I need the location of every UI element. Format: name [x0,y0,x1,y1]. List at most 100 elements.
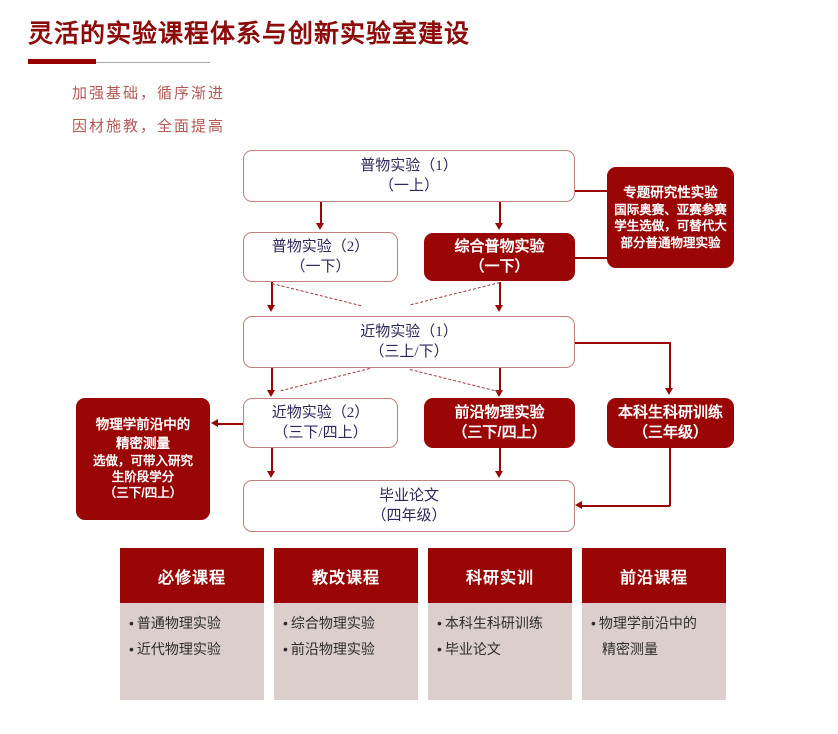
list-item-label: 近代物理实验 [136,641,221,658]
bullet-icon: • [283,615,288,631]
arrowhead-pw2-to-jw1 [267,305,275,312]
bullet-icon: • [129,641,134,658]
subtitle-line-2: 因材施教，全面提高 [72,119,226,135]
dashed-link-jw1-left [280,368,370,392]
category-body: • 本科生科研训练 • 毕业论文 [428,603,572,700]
category-header: 前沿课程 [582,548,726,603]
flow-box-modern-physics-lab-1[interactable]: 近物实验（1） （三上/下） [243,316,575,368]
list-item-label: 综合物理实验 [290,615,375,631]
bullet-icon: • [283,641,288,658]
connector-pw2-to-jw1 [271,282,273,306]
category-header: 科研实训 [428,548,572,603]
flow-box-line: 本科生科研训练 [617,403,723,421]
flow-box-line: 学生选做，可替代大 [614,219,727,234]
list-item: • 本科生科研训练 [437,613,563,633]
flow-box-line: （一下） [290,259,351,275]
arrowhead-jw1-to-jw2 [267,390,275,397]
flow-box-precision-measurement-frontier[interactable]: 物理学前沿中的 精密测量 选做，可带入研究 生阶段学分 （三下/四上） [76,398,210,520]
flow-box-graduation-thesis[interactable]: 毕业论文 （四年级） [243,480,575,532]
category-header: 必修课程 [120,548,264,603]
list-item: • 前沿物理实验 [283,639,409,659]
connector-right-down-to-bk [669,342,671,388]
connector-bk-to-by [582,505,670,507]
list-item: • 普通物理实验 [129,613,255,633]
list-item: 精密测量 [591,639,717,659]
dashed-link-pw2-cross [271,283,362,307]
category-body: • 综合物理实验 • 前沿物理实验 [274,603,418,700]
connector-bk-down [669,448,671,506]
flow-box-line: 近物实验（1） [360,323,458,340]
arrowhead-to-bk [665,388,673,395]
flow-box-line: （三下/四上） [452,424,547,441]
arrowhead-bk-to-by [575,501,582,509]
flow-box-line: 普物实验（2） [271,238,370,255]
flow-box-line: （三下/四上） [103,486,183,501]
connector-jw1-to-qy [499,368,501,392]
list-item-label: 普通物理实验 [136,615,221,631]
flow-box-special-research-experiment[interactable]: 专题研究性实验 国际奥赛、亚赛参赛 学生选做，可替代大 部分普通物理实验 [607,167,734,268]
bullet-icon: • [437,615,442,631]
connector-pw1-to-spec [575,190,609,192]
arrowhead-jw2-to-by [267,471,275,478]
list-item: • 物理学前沿中的 [591,613,717,633]
flow-box-line: 选做，可带入研究 [92,453,193,468]
flow-box-modern-physics-lab-2[interactable]: 近物实验（2） （三下/四上） [243,398,398,448]
flow-box-line: 前沿物理实验 [454,403,545,421]
dashed-link-zh-cross [410,282,500,306]
arrowhead-pw1-to-zh [495,223,503,230]
flow-box-line: 部分普通物理实验 [620,235,721,250]
flow-box-general-physics-lab-1[interactable]: 普物实验（1） （一上） [243,150,575,202]
flow-box-frontier-physics-lab[interactable]: 前沿物理实验 （三下/四上） [424,398,575,448]
flow-box-general-physics-lab-2[interactable]: 普物实验（2） （一下） [243,232,398,282]
flow-box-line: 专题研究性实验 [623,185,718,201]
flow-box-line: 近物实验（2） [271,404,370,421]
connector-jw2-to-leftbox [218,423,244,425]
list-item: • 毕业论文 [437,639,563,659]
arrowhead-zh-to-jw1 [495,305,503,312]
arrowhead-jw1-to-qy [495,390,503,397]
list-item-label: 精密测量 [602,641,658,658]
connector-zh-to-spec [575,257,609,259]
flow-box-line: 精密测量 [116,435,170,451]
bullet-icon: • [437,641,442,658]
bullet-icon: • [591,615,596,631]
category-body: • 普通物理实验 • 近代物理实验 [120,603,264,700]
category-column-reform-courses[interactable]: 教改课程 • 综合物理实验 • 前沿物理实验 [274,548,418,700]
flow-box-line: 普物实验（1） [360,157,458,174]
list-item: • 近代物理实验 [129,639,255,659]
flow-box-line: （三年级） [632,424,708,441]
bullet-icon: • [129,615,134,631]
connector-zh-to-jw1 [499,282,501,306]
category-column-research-training[interactable]: 科研实训 • 本科生科研训练 • 毕业论文 [428,548,572,700]
flow-box-line: 物理学前沿中的 [95,417,191,433]
flow-box-line: 综合普物实验 [454,237,545,255]
flow-box-comprehensive-general-physics-lab[interactable]: 综合普物实验 （一下） [424,233,575,281]
category-column-frontier-courses[interactable]: 前沿课程 • 物理学前沿中的 精密测量 [582,548,726,700]
list-item-label: 本科生科研训练 [444,615,543,631]
connector-pw1-to-zh [499,202,501,224]
category-body: • 物理学前沿中的 精密测量 [582,603,726,700]
title-divider-accent [28,59,96,64]
flow-box-undergraduate-research-training[interactable]: 本科生科研训练 （三年级） [607,398,734,448]
connector-pw1-to-pw2 [320,202,322,224]
flow-box-line: （一上） [378,178,439,194]
flow-box-line: 毕业论文 [378,487,439,504]
list-item: • 综合物理实验 [283,613,409,633]
page-title: 灵活的实验课程体系与创新实验室建设 [28,20,471,48]
connector-qy-to-by [499,448,501,472]
flow-box-line: （四年级） [371,508,447,524]
category-column-required-courses[interactable]: 必修课程 • 普通物理实验 • 近代物理实验 [120,548,264,700]
connector-jw1-to-right [575,342,670,344]
flow-box-line: （三下/四上） [273,425,368,441]
flow-box-line: 国际奥赛、亚赛参赛 [614,203,727,218]
subtitle-line-1: 加强基础，循序渐进 [72,86,226,102]
flow-box-line: 生阶段学分 [111,470,175,485]
category-header: 教改课程 [274,548,418,603]
arrowhead-pw1-to-pw2 [316,223,324,230]
connector-jw1-to-jw2 [271,368,273,392]
flow-box-line: （一下） [469,258,530,275]
connector-jw2-to-by [271,448,273,472]
title-divider-line [28,62,210,63]
list-item-label: 毕业论文 [444,641,501,658]
